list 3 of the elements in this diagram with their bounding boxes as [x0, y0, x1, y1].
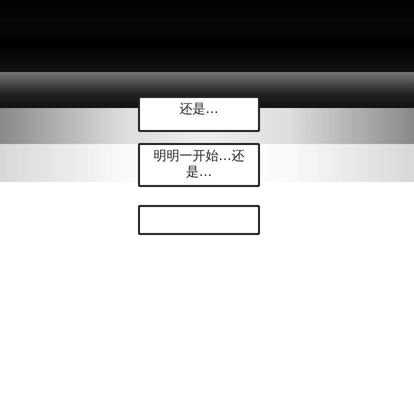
empty-speech-box [138, 205, 260, 235]
speech-box: 明明一开始…还是… [138, 143, 260, 187]
speech-box: 还是… [138, 96, 260, 132]
